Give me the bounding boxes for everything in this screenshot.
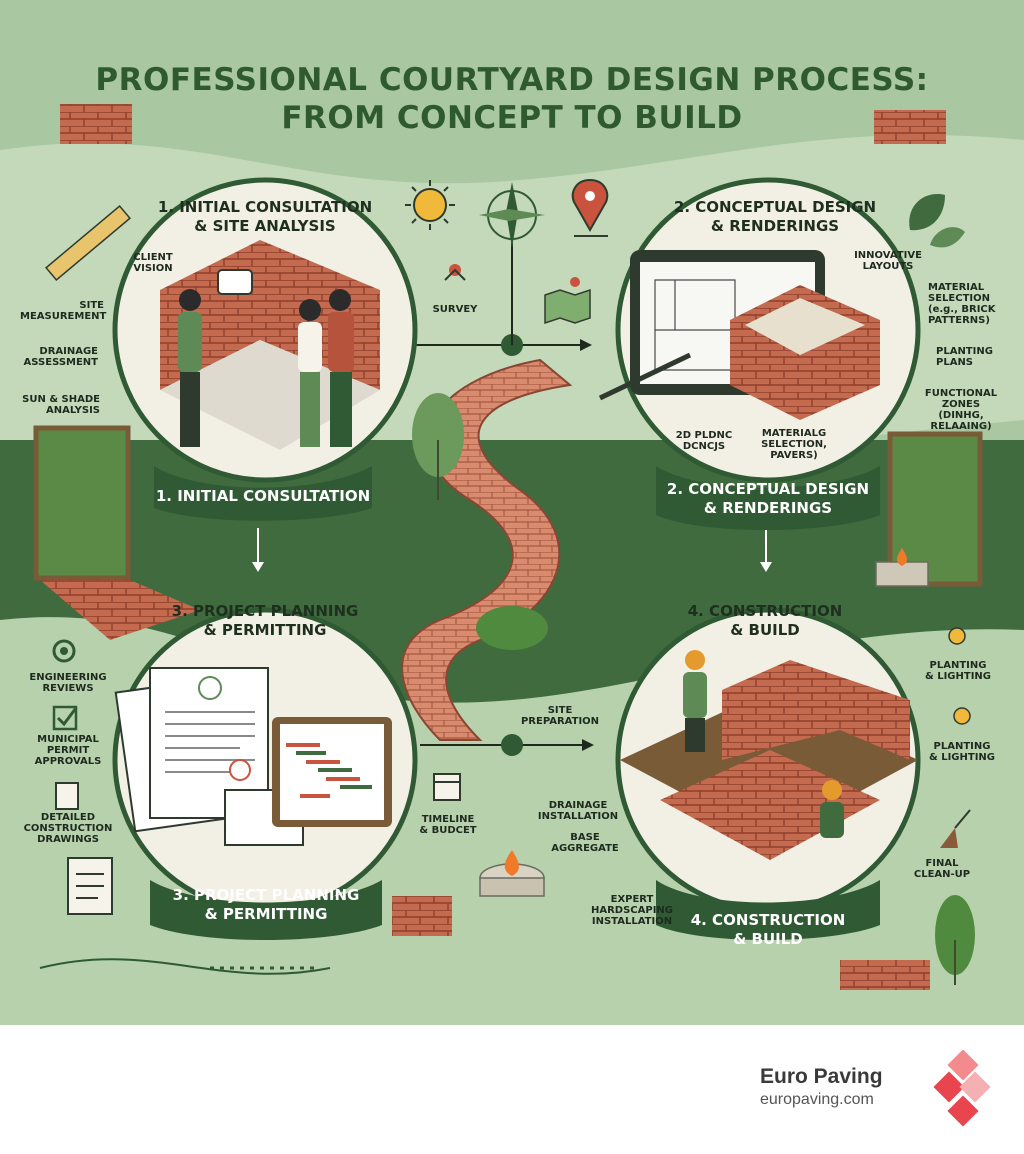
main-title-line-2: FROM CONCEPT TO BUILD [281, 100, 743, 136]
step-2-pen [598, 352, 692, 401]
step-3-title: 3. PROJECT PLANNING & PERMITTING [130, 602, 400, 640]
lightbulb-2-icon [953, 707, 971, 725]
step-2-banner-label: 2. CONCEPTUAL DESIGN & RENDERINGS [666, 480, 870, 517]
ruler-icon [45, 204, 131, 282]
infographic-artwork [0, 0, 1024, 1025]
fire-pit-icon [479, 850, 545, 897]
step-3-title-line-2: & PERMITTING [203, 621, 327, 639]
label-sun-shade-analysis: SUN & SHADE ANALYSIS [22, 394, 100, 416]
brand-logo-icon [933, 1050, 991, 1127]
left-brick-floor [40, 580, 200, 640]
label-expert-hardscaping: EXPERT HARDSCAPING INSTALLATION [590, 894, 674, 927]
tree-bottom-right-icon [935, 895, 975, 985]
label-functional-zones: FUNCTIONAL ZONES (DINHG, RELAAING) [924, 388, 998, 432]
shrub-icon [476, 606, 548, 650]
label-timeline-budget: TIMELINE & BUDCET [419, 814, 477, 836]
connector-arrow-1-3 [252, 562, 264, 572]
step-4-title-line-1: 4. CONSTRUCTION [687, 602, 843, 620]
fire-pit-right-icon [875, 548, 929, 587]
calendar-icon [433, 773, 461, 801]
step-3-documents [114, 667, 304, 846]
step-1-banner-label: 1. INITIAL CONSULTATION [155, 487, 371, 505]
label-planting-plans: PLANTING PLANS [936, 346, 993, 368]
label-drainage-installation: DRAINAGE INSTALLATION [537, 800, 619, 822]
brick-stack-top-right [874, 110, 946, 144]
step-4-banner [656, 880, 880, 940]
step-4-pavers [660, 750, 880, 860]
step-4-banner-label: 4. CONSTRUCTION & BUILD [690, 911, 846, 948]
step-4-workers [683, 650, 844, 838]
brick-stack-bottom-right [840, 960, 930, 990]
connector-arrow-3-4 [582, 739, 594, 751]
step-1-banner [154, 466, 372, 521]
infographic: PROFESSIONAL COURTYARD DESIGN PROCESS: F… [0, 0, 1024, 1025]
step-1-title: 1. INITIAL CONSULTATION & SITE ANALYSIS [120, 198, 410, 236]
document-icon [55, 782, 79, 810]
label-final-cleanup: FINAL CLEAN-UP [913, 858, 971, 880]
label-base-aggregate: BASE AGGREGATE [551, 832, 619, 854]
label-planting-lighting-2: PLANTING & LIGHTING [929, 741, 995, 763]
ground-squiggle [39, 958, 331, 975]
step-2-banner [656, 466, 880, 530]
footer [0, 1025, 1024, 1154]
tree-icon [412, 393, 464, 500]
step-2-title-line-1: 2. CONCEPTUAL DESIGN [673, 198, 877, 216]
step-3-banner-label: 3. PROJECT PLANNING & PERMITTING [172, 886, 360, 923]
label-material-selection: MATERIAL SELECTION (e.g., BRICK PATTERNS… [928, 282, 996, 326]
step-1-title-line-1: 1. INITIAL CONSULTATION [157, 198, 373, 216]
brick-stack-top-left [60, 104, 132, 144]
right-green-wall [887, 431, 983, 587]
step-1-floor [160, 340, 380, 450]
label-drainage-assessment: DRAINAGE ASSESSMENT [23, 346, 98, 368]
label-survey: SURVEY [432, 304, 478, 315]
speech-bubble-icon [217, 269, 253, 295]
step-2-title-line-2: & RENDERINGS [710, 217, 840, 235]
clipboard-icon [67, 857, 113, 915]
step-2-title: 2. CONCEPTUAL DESIGN & RENDERINGS [630, 198, 920, 236]
label-engineering-reviews: ENGINEERING REVIEWS [29, 672, 107, 694]
step-4-title: 4. CONSTRUCTION & BUILD [650, 602, 880, 640]
map-pin-icon [571, 178, 609, 237]
gear-icon [52, 639, 76, 663]
step-1-people [178, 289, 354, 447]
brand-url: europaving.com [760, 1091, 874, 1108]
brick-stack-bottom [392, 896, 452, 936]
label-site-measurement: SITE MEASUREMENT [20, 300, 107, 322]
compass-icon [479, 182, 545, 248]
sun-icon [405, 180, 455, 230]
label-2d-plans: 2D PLDNC DCNCJS [675, 430, 733, 452]
step-3-gantt-chart [272, 717, 392, 827]
label-planting-lighting-1: PLANTING & LIGHTING [925, 660, 991, 682]
label-detailed-drawings: DETAILED CONSTRUCTION DRAWINGS [23, 812, 113, 845]
main-title-line-1: PROFESSIONAL COURTYARD DESIGN PROCESS: [95, 62, 929, 98]
step-3-title-line-1: 3. PROJECT PLANNING [171, 602, 359, 620]
label-client-vision: CLIENT VISION [133, 252, 173, 274]
label-material-pavers: MATERIALG SELECTION, PAVERS) [761, 428, 827, 461]
brand-name: Euro Paving [760, 1065, 883, 1088]
map-icon [544, 277, 591, 325]
label-municipal-permit: MUNICIPAL PERMIT APPROVALS [34, 734, 102, 767]
step-4-raised-bed [722, 660, 910, 760]
connector-node-3-4 [501, 734, 523, 756]
step-3-banner [150, 880, 382, 940]
connector-arrow-1-2 [580, 339, 592, 351]
step-4-title-line-2: & BUILD [730, 621, 800, 639]
leaf-icon [909, 194, 965, 248]
lightbulb-icon [948, 627, 966, 645]
step-2-model-floor [745, 298, 865, 355]
shovel-icon [940, 809, 971, 848]
label-site-preparation: SITE PREPARATION [520, 705, 600, 727]
label-innovative-layouts: INNOVATIVE LAYOUTS [854, 250, 922, 272]
connector-arrow-2-4 [760, 562, 772, 572]
step-1-title-line-2: & SITE ANALYSIS [194, 217, 336, 235]
check-icon [52, 705, 78, 731]
left-green-wall [33, 425, 131, 581]
survey-marker-icon [444, 264, 466, 281]
